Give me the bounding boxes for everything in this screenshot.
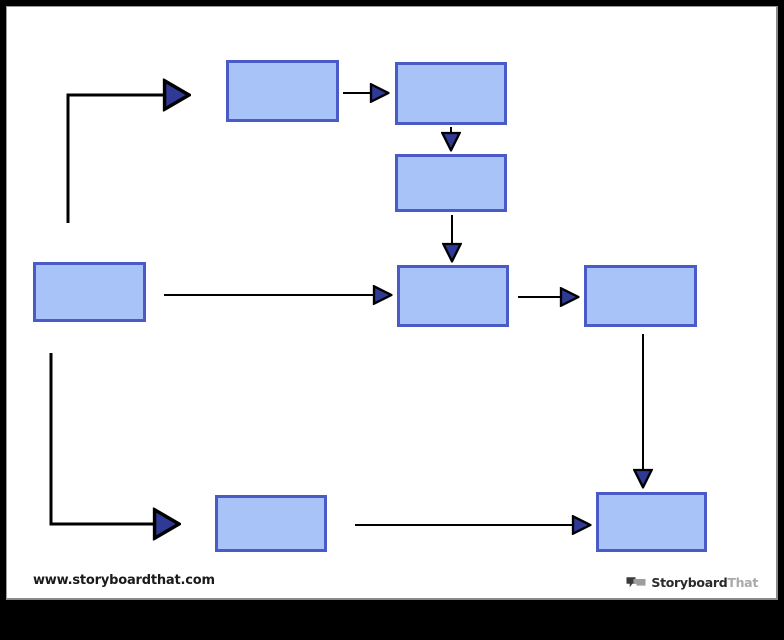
flowchart-diagram [49, 7, 777, 599]
flow-node-3[interactable] [395, 154, 507, 212]
edge-n4-to-n1 [66, 95, 189, 223]
flow-node-4[interactable] [33, 262, 146, 322]
canvas-footer: www.storyboardthat.com StoryboardThat [7, 558, 776, 598]
flow-node-1[interactable] [226, 60, 339, 122]
logo-word-that: That [727, 575, 758, 590]
storyboard-canvas: www.storyboardthat.com StoryboardThat [6, 6, 778, 600]
storyboardthat-logo-text: StoryboardThat [651, 575, 758, 590]
edge-layer [49, 93, 643, 525]
flow-node-6[interactable] [584, 265, 697, 327]
flow-node-2[interactable] [395, 62, 507, 125]
footer-website-url[interactable]: www.storyboardthat.com [33, 573, 215, 588]
logo-word-storyboard: Storyboard [651, 575, 728, 590]
flow-node-8[interactable] [596, 492, 707, 552]
flow-node-7[interactable] [215, 495, 327, 552]
speech-bubble-icon [626, 576, 646, 587]
edge-n4-to-n7 [49, 353, 179, 524]
flow-node-5[interactable] [397, 265, 509, 327]
storyboardthat-logo[interactable]: StoryboardThat [626, 575, 758, 590]
